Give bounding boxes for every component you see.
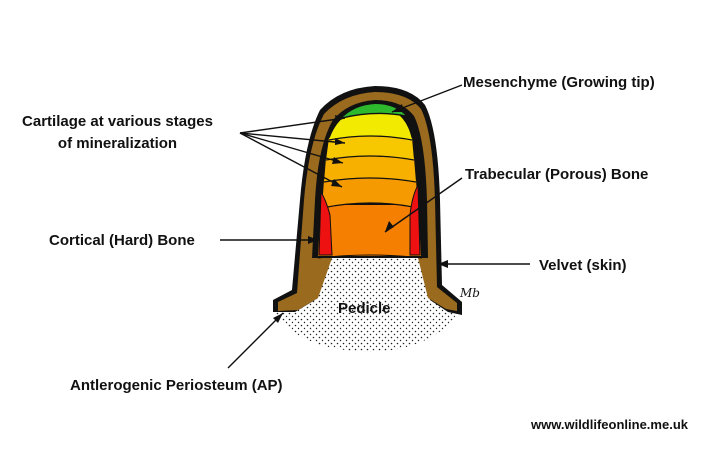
cartilage-layer-3 bbox=[324, 154, 416, 182]
cortical-bone-left bbox=[318, 190, 333, 256]
label-cartilage-line2: of mineralization bbox=[57, 135, 178, 152]
label-trabecular: Trabecular (Porous) Bone bbox=[465, 166, 649, 183]
label-cartilage-line1: Cartilage at various stages bbox=[22, 113, 213, 130]
label-arrows bbox=[220, 84, 530, 369]
source-url: www.wildlifeonline.me.uk bbox=[531, 417, 688, 432]
cartilage-layer-4 bbox=[322, 176, 418, 208]
trabecular-bone bbox=[318, 205, 421, 256]
label-cortical: Cortical (Hard) Bone bbox=[49, 232, 195, 249]
label-mesenchyme: Mesenchyme (Growing tip) bbox=[463, 74, 655, 91]
label-pedicle: Pedicle bbox=[338, 300, 391, 317]
arrow-heads bbox=[273, 104, 448, 323]
cartilage-layer-2 bbox=[326, 134, 414, 160]
pedicle-top-line bbox=[317, 254, 423, 259]
cartilage-layer-1 bbox=[329, 110, 412, 140]
label-velvet: Velvet (skin) bbox=[539, 257, 627, 274]
author-signature: Mb bbox=[460, 286, 480, 300]
label-periosteum: Antlerogenic Periosteum (AP) bbox=[70, 377, 283, 394]
